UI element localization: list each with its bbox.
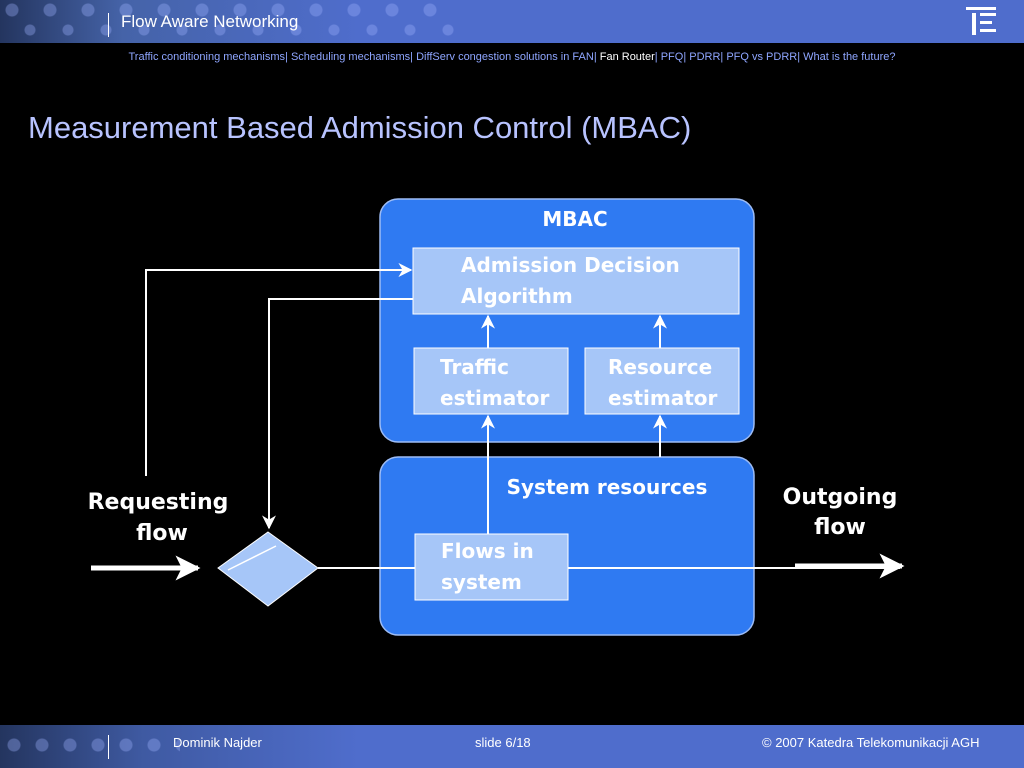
section-nav: Traffic conditioning mechanisms| Schedul… bbox=[128, 51, 896, 63]
resource-estimator-box bbox=[584, 347, 740, 415]
footer-copyright: © 2007 Katedra Telekomunikacji AGH bbox=[762, 735, 980, 750]
system-resources-label: System resources bbox=[507, 475, 708, 499]
traffic-estimator-box bbox=[413, 347, 569, 415]
requesting-label-line2: flow bbox=[136, 521, 188, 546]
admission-decision-box bbox=[412, 247, 740, 315]
requesting-label-line1: Requesting bbox=[88, 490, 229, 515]
resource-label-line1: Resource bbox=[608, 355, 712, 379]
footer-slide-number: slide 6/18 bbox=[475, 735, 531, 750]
arrow-request-to-admission bbox=[145, 263, 413, 476]
outgoing-label-line1: Outgoing bbox=[783, 485, 898, 510]
app-title: Flow Aware Networking bbox=[121, 12, 299, 31]
header-bar: Flow Aware Networking bbox=[0, 0, 1024, 43]
arrow-decision-to-gate bbox=[262, 298, 413, 530]
admission-label-line1: Admission Decision bbox=[461, 253, 680, 277]
slide-title: Measurement Based Admission Control (MBA… bbox=[28, 110, 692, 145]
mbac-label: MBAC bbox=[542, 207, 607, 231]
nav-item-diffserv[interactable]: DiffServ congestion solutions in FAN bbox=[416, 51, 594, 63]
traffic-label-line2: estimator bbox=[440, 386, 550, 410]
footer-author: Dominik Najder bbox=[173, 735, 262, 750]
nav-item-pfq[interactable]: PFQ bbox=[660, 51, 684, 63]
nav-item-traffic-conditioning[interactable]: Traffic conditioning mechanisms bbox=[128, 51, 286, 63]
nav-item-pfq-vs-pdrr[interactable]: PFQ vs PDRR bbox=[726, 51, 798, 63]
footer-pattern bbox=[0, 725, 180, 768]
nav-item-fan-router[interactable]: Fan Router bbox=[599, 51, 655, 63]
nav-item-future[interactable]: What is the future? bbox=[803, 51, 896, 63]
header-separator bbox=[108, 13, 109, 37]
header-pattern bbox=[0, 0, 460, 43]
admission-gate-diamond bbox=[217, 531, 319, 607]
nav-item-scheduling[interactable]: Scheduling mechanisms bbox=[290, 51, 411, 63]
resource-label-line2: estimator bbox=[608, 386, 718, 410]
outgoing-label-line2: flow bbox=[814, 515, 866, 540]
te-logo-icon bbox=[966, 7, 996, 35]
traffic-label-line1: Traffic bbox=[440, 355, 509, 379]
gate-switch-line bbox=[227, 545, 277, 571]
flows-label-line1: Flows in bbox=[441, 539, 534, 563]
flows-label-line2: system bbox=[441, 570, 522, 594]
footer-separator bbox=[108, 735, 109, 759]
footer-bar bbox=[0, 725, 1024, 768]
admission-label-line2: Algorithm bbox=[461, 284, 573, 308]
nav-item-pdrr[interactable]: PDRR bbox=[689, 51, 721, 63]
